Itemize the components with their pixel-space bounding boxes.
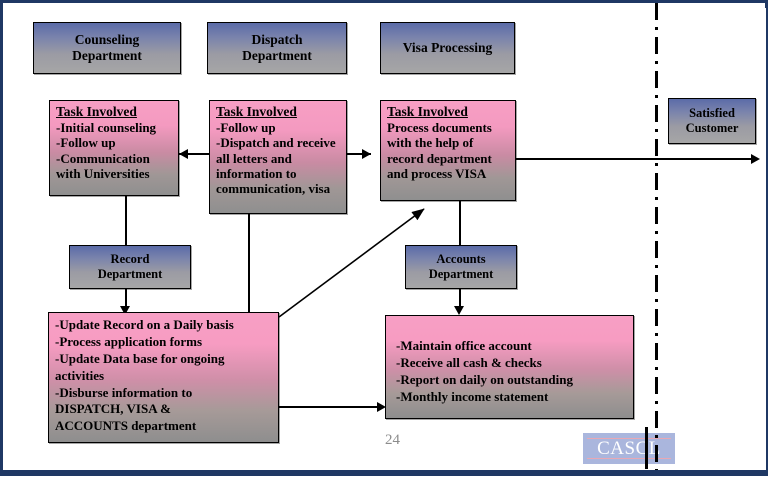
task-counseling-line-1: -Initial counseling	[56, 119, 157, 135]
task-box-counseling[interactable]: Task Involved -Initial counseling -Follo…	[49, 100, 179, 196]
task-dispatch-header: Task Involved	[216, 104, 297, 119]
record-process-line-3: -Update Data base for ongoing	[55, 350, 225, 366]
cascl-logo: CASCL	[583, 427, 675, 469]
dept-box-dispatch[interactable]: Dispatch Department	[207, 22, 347, 74]
task-counseling-header: Task Involved	[56, 104, 137, 119]
task-box-visa[interactable]: Task Involved Process documents with the…	[380, 100, 516, 201]
record-process-line-4: activities	[55, 367, 105, 383]
outcome-box-satisfied-customer[interactable]: Satisfied Customer	[668, 98, 756, 144]
dept-counseling-line2: Department	[72, 48, 142, 63]
dept-record-line1: Record	[110, 252, 150, 267]
dept-dispatch-line1: Dispatch	[251, 32, 303, 48]
dept-box-record[interactable]: Record Department	[69, 245, 191, 289]
arrowhead-accounts-process	[454, 306, 464, 315]
task-counseling-line-2: -Follow up	[56, 135, 116, 151]
connector-dispatch-to-visa	[347, 153, 371, 155]
process-box-record[interactable]: -Update Record on a Daily basis -Process…	[48, 312, 279, 443]
logo-rule-top	[587, 438, 671, 439]
task-dispatch-line-3: all letters and	[216, 150, 292, 166]
arrowhead-record-to-accounts-process	[377, 402, 386, 412]
arrowhead-dispatch-to-visa	[362, 149, 371, 159]
dept-dispatch-line2: Department	[242, 48, 312, 63]
connector-counseling-to-record-dept	[125, 195, 127, 245]
connector-accounts-dept-to-process	[459, 289, 461, 311]
dept-record-line2: Department	[97, 267, 163, 281]
arrowhead-record-process	[120, 306, 130, 315]
text-caret	[645, 427, 648, 469]
dept-counseling-line1: Counseling	[74, 32, 140, 48]
connector-record-dept-to-process	[125, 289, 127, 311]
record-process-line-2: -Process application forms	[55, 333, 203, 349]
bottom-accent-bar	[0, 470, 768, 476]
record-process-line-7: ACCOUNTS department	[55, 418, 197, 434]
dept-accounts-line2: Department	[428, 267, 494, 281]
dept-box-accounts[interactable]: Accounts Department	[405, 245, 517, 289]
connector-visa-to-customer	[515, 158, 758, 160]
connector-dispatch-to-counseling	[179, 153, 209, 155]
arrowhead-visa-to-customer	[751, 154, 760, 164]
logo-rule-bottom	[587, 458, 671, 459]
record-process-line-6: DISPATCH, VISA &	[55, 401, 171, 417]
logo-text: CASCL	[597, 437, 661, 459]
dept-box-counseling[interactable]: Counseling Department	[33, 22, 181, 74]
outcome-line2: Customer	[685, 121, 739, 135]
page-number: 24	[385, 432, 400, 448]
accounts-process-line-3: -Report on daily on outstanding	[396, 371, 573, 387]
task-dispatch-line-5: communication, visa	[216, 181, 331, 197]
accounts-process-line-1: -Maintain office account	[396, 338, 532, 353]
task-visa-line-3: record department	[387, 150, 492, 166]
task-counseling-line-3: -Communication	[56, 150, 150, 166]
connector-visa-to-accounts-dept	[459, 200, 461, 245]
outcome-line1: Satisfied	[689, 106, 735, 121]
dept-visa-line1: Visa Processing	[402, 40, 493, 56]
dash-dot-divider	[655, 3, 658, 479]
connector-record-to-accounts-process	[278, 406, 384, 408]
record-process-line-1: -Update Record on a Daily basis	[55, 317, 234, 332]
arrowhead-dispatch-to-counseling	[179, 149, 188, 159]
record-process-line-5: -Disburse information to	[55, 384, 193, 400]
task-visa-header: Task Involved	[387, 104, 468, 119]
task-box-dispatch[interactable]: Task Involved -Follow up -Dispatch and r…	[209, 100, 347, 214]
dept-accounts-line1: Accounts	[436, 252, 486, 267]
dept-box-visa[interactable]: Visa Processing	[380, 22, 515, 74]
accounts-process-line-4: -Monthly income statement	[396, 388, 549, 404]
connector-dispatch-to-record-process	[248, 213, 250, 313]
task-dispatch-line-4: information to	[216, 165, 297, 181]
accounts-process-line-2: -Receive all cash & checks	[396, 354, 542, 370]
task-visa-line-2: with the help of	[387, 135, 474, 151]
task-dispatch-line-1: -Follow up	[216, 119, 276, 135]
task-visa-line-1: Process documents	[387, 119, 492, 135]
process-box-accounts[interactable]: -Maintain office account -Receive all ca…	[385, 315, 634, 419]
task-counseling-line-4: with Universities	[56, 165, 150, 181]
task-visa-line-4: and process VISA	[387, 165, 487, 181]
task-dispatch-line-2: -Dispatch and receive	[216, 135, 336, 151]
